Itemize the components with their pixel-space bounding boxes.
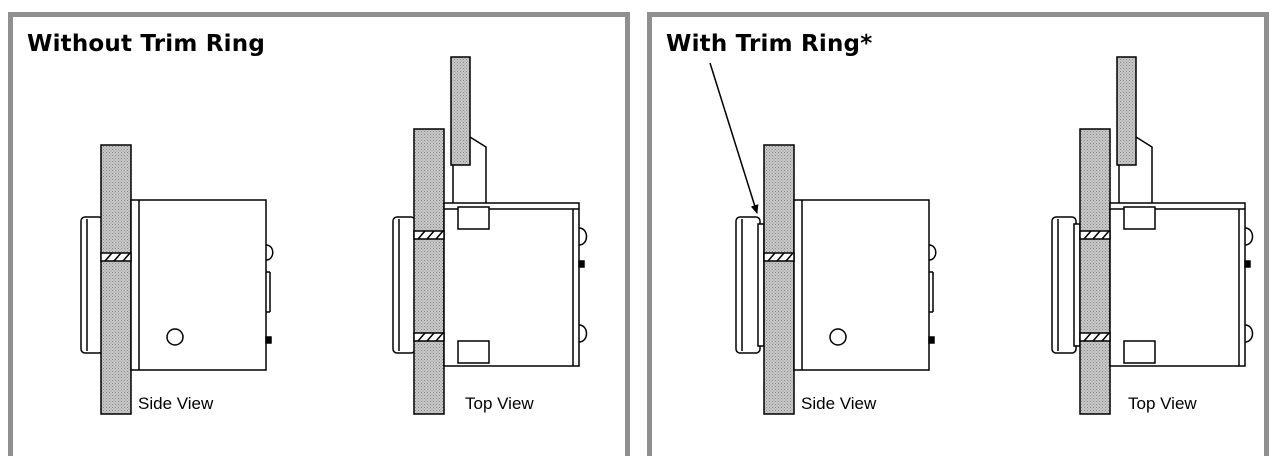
upper-mounting-clip: [1123, 206, 1156, 230]
rear-terminal: [265, 244, 274, 261]
meter-bezel: [735, 216, 761, 354]
side-view-without-trim-ring: [80, 144, 274, 415]
meter-body-top: [443, 202, 580, 367]
meter-body-top: [1109, 202, 1246, 367]
meter-body: [130, 199, 267, 371]
upper-bracket-plate: [1116, 56, 1137, 166]
diagram-without-trim-ring: Side View: [80, 56, 588, 415]
upper-mounting-clip: [457, 206, 490, 230]
trim-ring-top: [1073, 223, 1081, 347]
diagram-with-trim-ring: Side View Top View: [709, 56, 1254, 415]
meter-bezel-top: [1051, 216, 1077, 354]
mounting-panel: [100, 144, 132, 415]
trim-ring: [757, 223, 765, 347]
trim-ring-pointer-arrow: [709, 62, 759, 214]
adjustment-hole: [166, 328, 184, 346]
mounting-panel-top: [1079, 128, 1111, 415]
panel-title-with-trim-ring: With Trim Ring*: [666, 31, 873, 57]
lower-mounting-clip: [457, 340, 490, 364]
meter-body: [793, 199, 930, 371]
panel-with-trim-ring: With Trim Ring* Side View: [647, 12, 1269, 456]
side-view-with-trim-ring: [735, 144, 937, 415]
panel-without-trim-ring: Without Trim Ring Side View: [8, 12, 630, 456]
adjustment-hole: [829, 328, 847, 346]
upper-bracket-plate: [450, 56, 471, 166]
panel-title-without-trim-ring: Without Trim Ring: [27, 31, 265, 57]
top-view-with-trim-ring: [1051, 56, 1254, 415]
side-view-label: Side View: [801, 394, 877, 413]
mounting-panel-top: [413, 128, 445, 415]
side-view-label: Side View: [138, 394, 214, 413]
mounting-panel: [763, 144, 795, 415]
lower-mounting-clip: [1123, 340, 1156, 364]
top-view-label: Top View: [1128, 394, 1197, 413]
thread-band: [100, 252, 132, 262]
top-view-label: Top View: [465, 394, 534, 413]
top-view-without-trim-ring: [392, 56, 588, 415]
meter-bezel-top: [392, 216, 416, 354]
meter-bezel: [80, 216, 104, 354]
